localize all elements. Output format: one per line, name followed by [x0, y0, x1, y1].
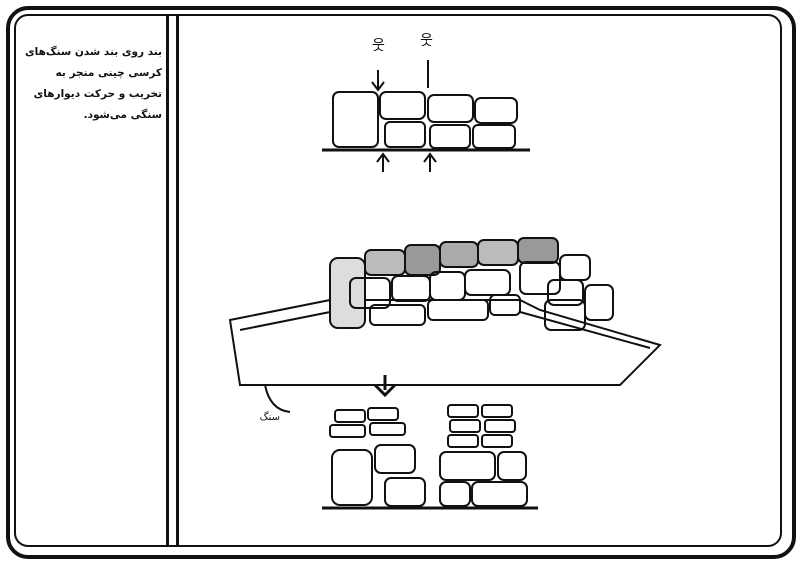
page-border	[6, 6, 796, 559]
bottom-walls-sketch	[322, 375, 538, 510]
person-symbol: 웃	[372, 38, 385, 54]
column-divider-secondary	[176, 16, 179, 545]
column-divider	[166, 16, 169, 545]
person-symbol: 웃	[420, 33, 433, 49]
top-wall-sketch: 웃 웃	[322, 33, 530, 172]
stone-wall-illustration: 웃 웃 سنگ	[228, 33, 662, 510]
inner-border	[14, 14, 782, 547]
figure-caption: بند روی بند شدن سنگ‌های کرسی چینی منجر ب…	[25, 46, 162, 121]
corner-wall-sketch: سنگ	[228, 237, 662, 423]
figure-label: سنگ	[260, 411, 280, 423]
